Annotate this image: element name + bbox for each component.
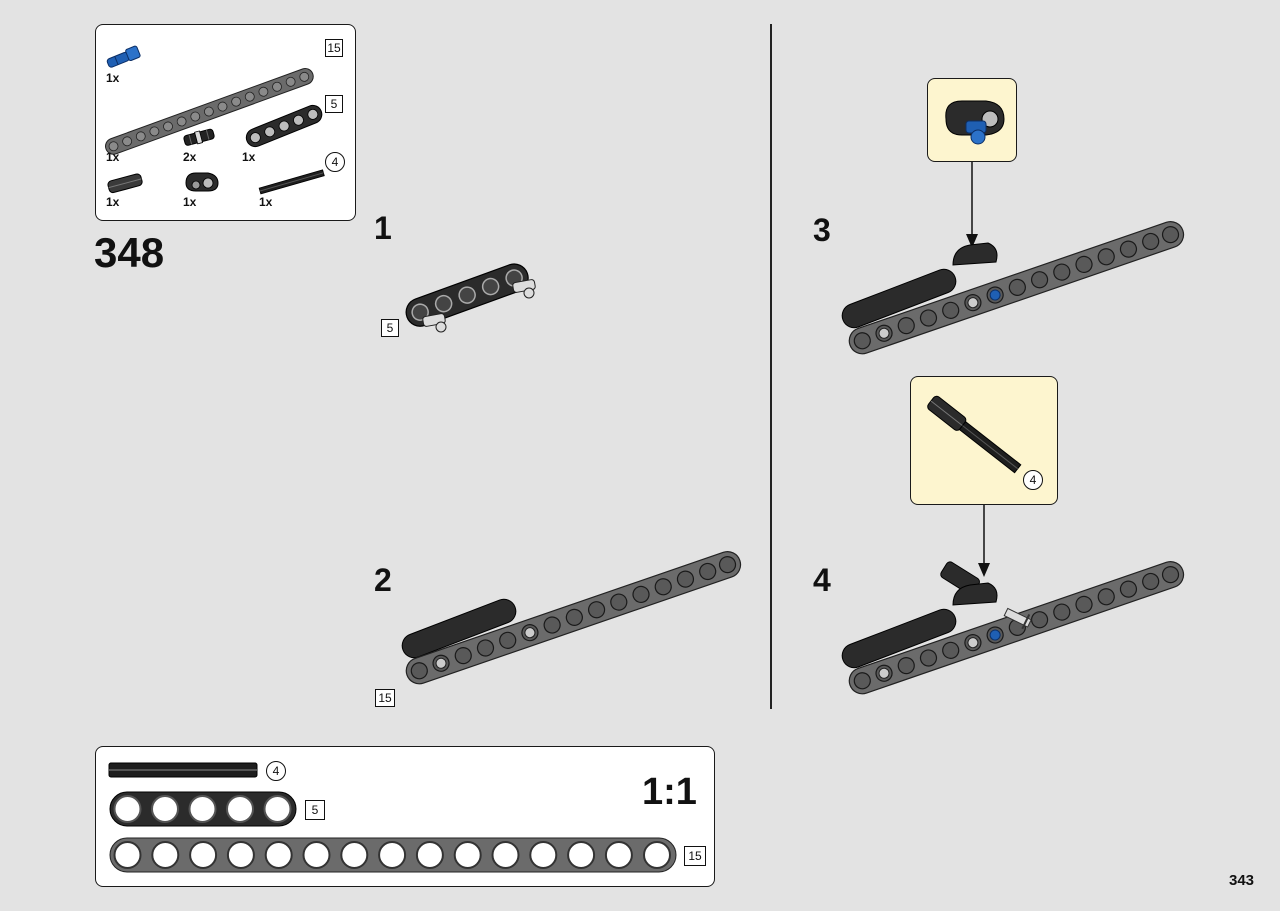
step-2-assembly-illustration — [401, 551, 742, 685]
part-count-double-connector: 1x — [183, 195, 197, 209]
step-2-beam-badge: 15 — [375, 689, 395, 707]
beam-5-icon — [245, 104, 323, 148]
page-number: 343 — [1229, 872, 1255, 889]
step-3-callout — [927, 78, 1017, 162]
scale-beam-5-badge: 5 — [305, 800, 325, 820]
part-count-blue-pin: 1x — [106, 71, 120, 85]
step-2-number: 2 — [374, 562, 392, 598]
scale-beam-5-icon — [109, 791, 297, 827]
scale-label: 1:1 — [642, 771, 697, 813]
double-connector-with-pin-icon — [945, 100, 1005, 145]
column-divider — [770, 24, 772, 709]
step-4-assembly-illustration — [841, 561, 1185, 695]
step-3-number: 3 — [813, 212, 831, 248]
axle-with-connector-icon — [927, 395, 1022, 474]
step-4-callout: 4 — [910, 376, 1058, 505]
step-3-assembly-illustration — [841, 221, 1185, 355]
friction-pin-right — [512, 279, 536, 299]
blue-axle-pin-icon — [106, 45, 141, 68]
axle-4-length-badge: 4 — [325, 152, 345, 172]
part-count-beam-5: 1x — [242, 150, 256, 164]
part-count-axle-4: 1x — [259, 195, 273, 209]
beam-15-icon — [105, 67, 314, 155]
step-4-number: 4 — [813, 562, 831, 598]
part-count-axle-connector: 1x — [106, 195, 120, 209]
step-1-beam-badge: 5 — [381, 319, 399, 337]
scale-beam-15-icon — [109, 837, 677, 873]
step-1-number: 1 — [374, 210, 392, 246]
parts-list-panel: 1x 15 1x 2x — [95, 24, 356, 221]
scale-axle-badge: 4 — [266, 761, 286, 781]
part-count-beam-15: 1x — [106, 150, 120, 164]
beam-5-length-badge: 5 — [325, 95, 343, 113]
scale-axle-4-icon — [108, 762, 258, 778]
axle-4-icon — [258, 169, 325, 195]
step-1-assembly-illustration — [405, 263, 536, 333]
step-4-axle-badge: 4 — [1023, 470, 1043, 490]
part-count-friction-pin: 2x — [183, 150, 197, 164]
step-4-arrow — [978, 505, 990, 577]
step-group-number: 348 — [94, 229, 165, 276]
black-axle-connector-icon — [107, 173, 143, 194]
friction-pin-left — [422, 313, 447, 333]
black-friction-pin-icon — [183, 128, 215, 146]
step-3-arrow — [966, 162, 978, 248]
scale-beam-15-badge: 15 — [684, 846, 706, 866]
black-double-connector-icon — [185, 172, 219, 192]
scale-guide-panel: 4 5 15 1:1 — [95, 746, 715, 887]
beam-15-length-badge: 15 — [325, 39, 343, 57]
